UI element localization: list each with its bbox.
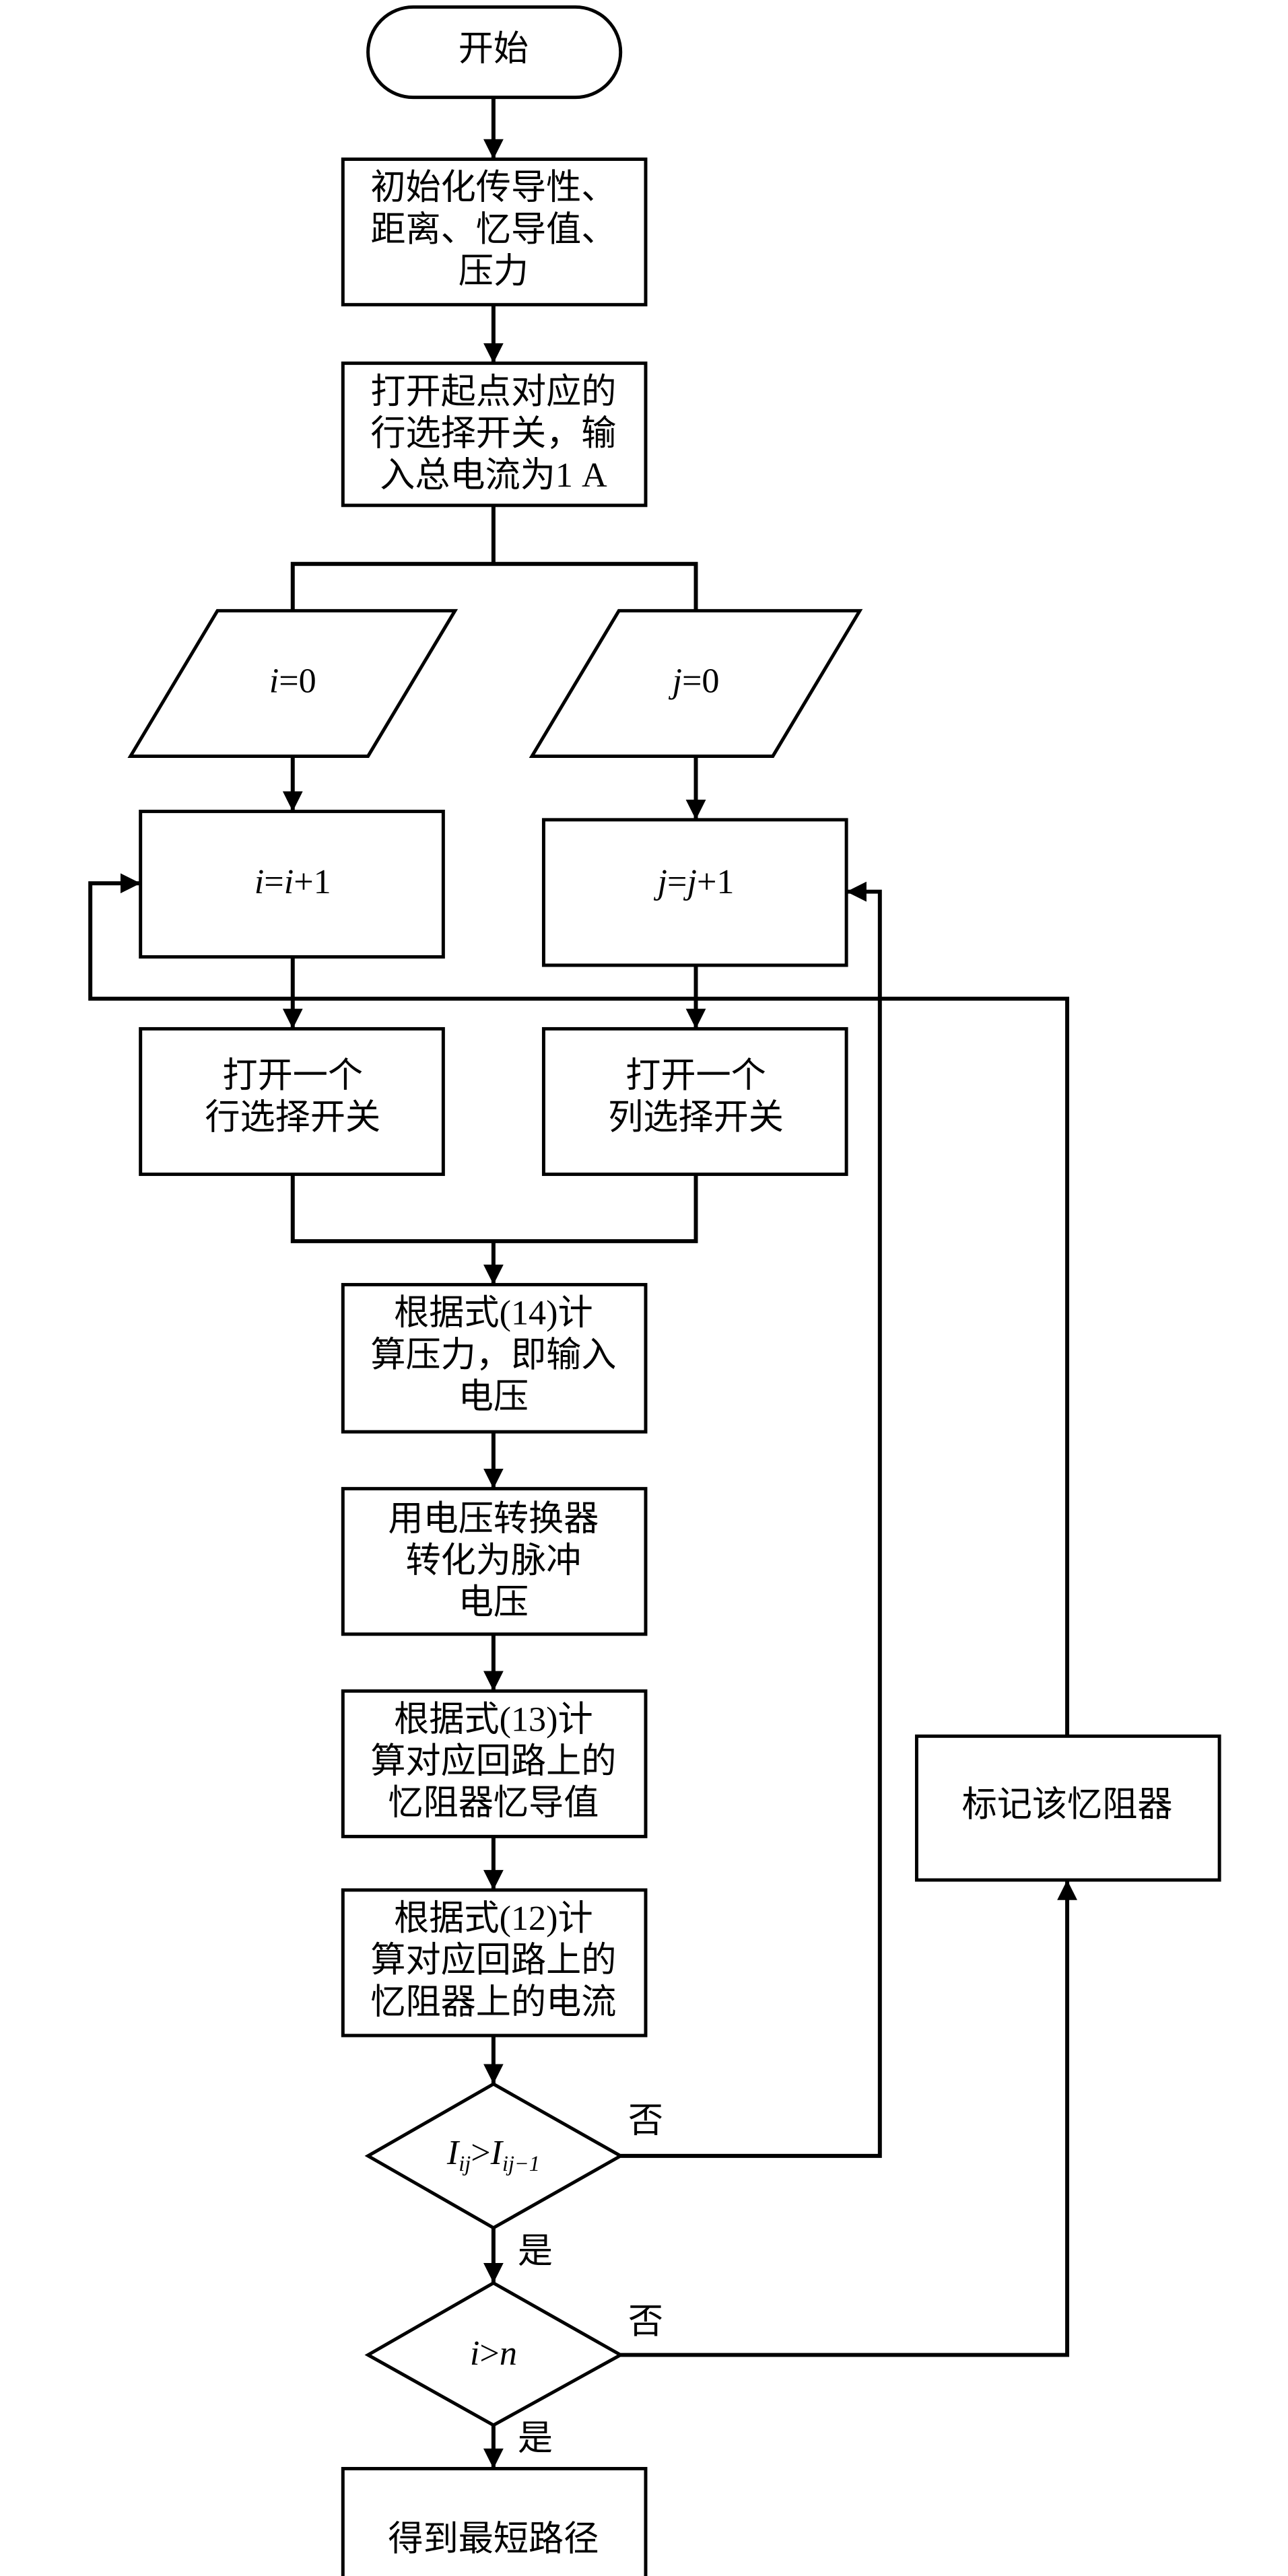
init-line-2: 距离、忆导值、 <box>370 211 616 249</box>
open-start-line-3: 入总电流为1 A <box>380 456 607 495</box>
yes-label-1: 是 <box>518 2232 553 2270</box>
loop-back-j <box>620 881 882 2158</box>
yes-label-2: 是 <box>518 2420 553 2458</box>
calc-pressure-line-3: 电压 <box>459 1378 529 1416</box>
mark-label: 标记该忆阻器 <box>962 1786 1173 1824</box>
calc-current-line-3: 忆阻器上的电流 <box>370 1983 616 2021</box>
calc-current-line-1: 根据式(12)计 <box>394 1900 593 1938</box>
n-decision: i>n <box>364 2281 624 2427</box>
calc-pressure-line-1: 根据式(14)计 <box>394 1294 593 1333</box>
j-increment-box: j=j+1 <box>541 818 848 967</box>
calc-memductance-box: 根据式(13)计 算对应回路上的 忆阻器忆导值 <box>341 1689 648 1838</box>
init-line-3: 压力 <box>459 252 529 291</box>
convert-line-1: 用电压转换器 <box>388 1500 599 1538</box>
calc-memductance-line-3: 忆阻器忆导值 <box>388 1784 599 1823</box>
calc-memductance-line-2: 算对应回路上的 <box>370 1743 616 1781</box>
no-label-2: 否 <box>628 2303 663 2341</box>
init-box: 初始化传导性、 距离、忆导值、 压力 <box>341 158 648 307</box>
arrow-no-2 <box>620 1879 1077 2357</box>
open-start-line-1: 打开起点对应的 <box>370 373 616 411</box>
open-row-line-2: 行选择开关 <box>205 1099 380 1137</box>
line-merge <box>290 1174 698 1243</box>
i-init-parallelogram: i=0 <box>127 608 459 758</box>
open-start-line-2: 行选择开关，输 <box>370 415 616 453</box>
open-col-box: 打开一个 列选择开关 <box>541 1026 848 1177</box>
convert-line-2: 转化为脉冲 <box>406 1541 582 1580</box>
j-init-label: j=0 <box>669 662 720 701</box>
i-increment-box: i=i+1 <box>139 809 445 959</box>
i-increment-label: i=i+1 <box>255 863 331 901</box>
calc-memductance-line-1: 根据式(13)计 <box>394 1700 593 1739</box>
no-label-1: 否 <box>628 2102 663 2140</box>
convert-line-3: 电压 <box>459 1584 529 1622</box>
open-col-line-1: 打开一个 <box>625 1057 766 1095</box>
line-branch <box>290 561 698 611</box>
j-init-parallelogram: j=0 <box>529 608 863 758</box>
calc-pressure-line-2: 算压力，即输入 <box>370 1336 616 1374</box>
open-row-line-1: 打开一个 <box>222 1057 363 1095</box>
calc-current-line-2: 算对应回路上的 <box>370 1941 616 1980</box>
open-col-line-2: 列选择开关 <box>608 1099 784 1137</box>
loop-back-i <box>88 873 1070 1737</box>
result-label: 得到最短路径 <box>388 2520 599 2558</box>
n-decision-label: i>n <box>470 2334 517 2373</box>
j-increment-label: j=j+1 <box>654 863 735 901</box>
calc-pressure-box: 根据式(14)计 算压力，即输入 电压 <box>341 1283 648 1434</box>
open-start-box: 打开起点对应的 行选择开关，输 入总电流为1 A <box>341 361 648 508</box>
start-terminal: 开始 <box>366 5 623 100</box>
current-decision-label: Iij>Iij−1 <box>446 2134 540 2175</box>
i-init-label: i=0 <box>269 662 316 701</box>
start-label: 开始 <box>459 30 529 68</box>
mark-box: 标记该忆阻器 <box>914 1734 1221 1882</box>
open-row-box: 打开一个 行选择开关 <box>139 1026 445 1177</box>
convert-box: 用电压转换器 转化为脉冲 电压 <box>341 1487 648 1636</box>
current-decision: Iij>Iij−1 <box>364 2082 624 2230</box>
calc-current-box: 根据式(12)计 算对应回路上的 忆阻器上的电流 <box>341 1888 648 2038</box>
init-line-1: 初始化传导性、 <box>370 169 616 207</box>
connectors <box>88 97 1077 2469</box>
result-box: 得到最短路径 <box>341 2467 648 2576</box>
